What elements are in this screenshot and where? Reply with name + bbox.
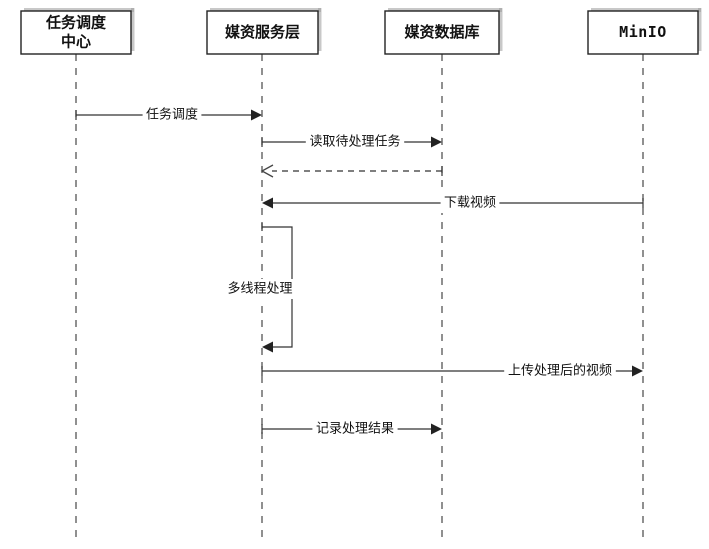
participant-box-media-database[interactable]: [384, 10, 500, 55]
arrowhead-filled-m1: [251, 109, 262, 121]
message-label-bg-m6: [504, 361, 616, 381]
participant-label-media-database: 媒资数据库: [404, 23, 479, 41]
participant-box-shadow-top-minio: [591, 8, 701, 12]
message-label-m6: 上传处理后的视频: [508, 363, 612, 379]
participant-label-scheduler: 中心: [61, 33, 91, 51]
arrowhead-open-m3: [260, 164, 274, 178]
participant-box-shadow-top-media-database: [388, 8, 502, 12]
message-label-bg-m1: [142, 105, 202, 125]
message-m5[interactable]: 多线程处理: [223, 223, 297, 353]
participant-box-shadow-right-minio: [698, 8, 702, 51]
participant-minio[interactable]: MinIO: [587, 8, 702, 55]
participant-box-shadow-top-scheduler: [24, 8, 134, 12]
participant-label-media-service: 媒资服务层: [225, 23, 300, 41]
arrowhead-filled-m7: [431, 423, 442, 435]
message-label-bg-m7: [312, 419, 398, 439]
participant-media-database[interactable]: 媒资数据库: [384, 8, 503, 55]
participant-label-scheduler: 任务调度: [45, 14, 107, 32]
message-m6[interactable]: 上传处理后的视频: [261, 361, 643, 381]
message-label-m1: 任务调度: [146, 107, 198, 123]
participant-box-minio[interactable]: [587, 10, 699, 55]
participant-box-shadow-top-media-service: [210, 8, 321, 12]
message-label-m2: 读取待处理任务: [309, 134, 400, 150]
participant-box-scheduler[interactable]: [20, 10, 132, 55]
arrowhead-filled-m2: [431, 136, 442, 148]
participant-box-shadow-right-scheduler: [131, 8, 135, 51]
participant-box-shadow-right-media-database: [499, 8, 503, 51]
message-label-m5: 多线程处理: [227, 281, 292, 297]
message-m2[interactable]: 读取待处理任务: [261, 132, 442, 152]
message-label-bg-m4: [440, 193, 500, 213]
message-m3[interactable]: [260, 164, 443, 178]
arrowhead-filled-m5: [262, 341, 273, 353]
message-m7[interactable]: 记录处理结果: [261, 419, 442, 439]
participant-box-media-service[interactable]: [206, 10, 319, 55]
participant-label-minio: MinIO: [619, 23, 667, 41]
message-m4[interactable]: 下载视频: [262, 193, 644, 213]
participant-media-service[interactable]: 媒资服务层: [206, 8, 322, 55]
message-label-bg-m2: [305, 132, 405, 152]
message-label-m7: 记录处理结果: [316, 422, 394, 437]
arrowhead-filled-m4: [262, 197, 273, 209]
arrowhead-filled-m6: [632, 365, 643, 377]
message-label-m4: 下载视频: [444, 196, 496, 211]
message-label-bg-m5: [223, 279, 297, 299]
participant-box-shadow-right-media-service: [318, 8, 322, 51]
lifelines-group: [75, 54, 644, 538]
message-m1[interactable]: 任务调度: [75, 105, 262, 125]
